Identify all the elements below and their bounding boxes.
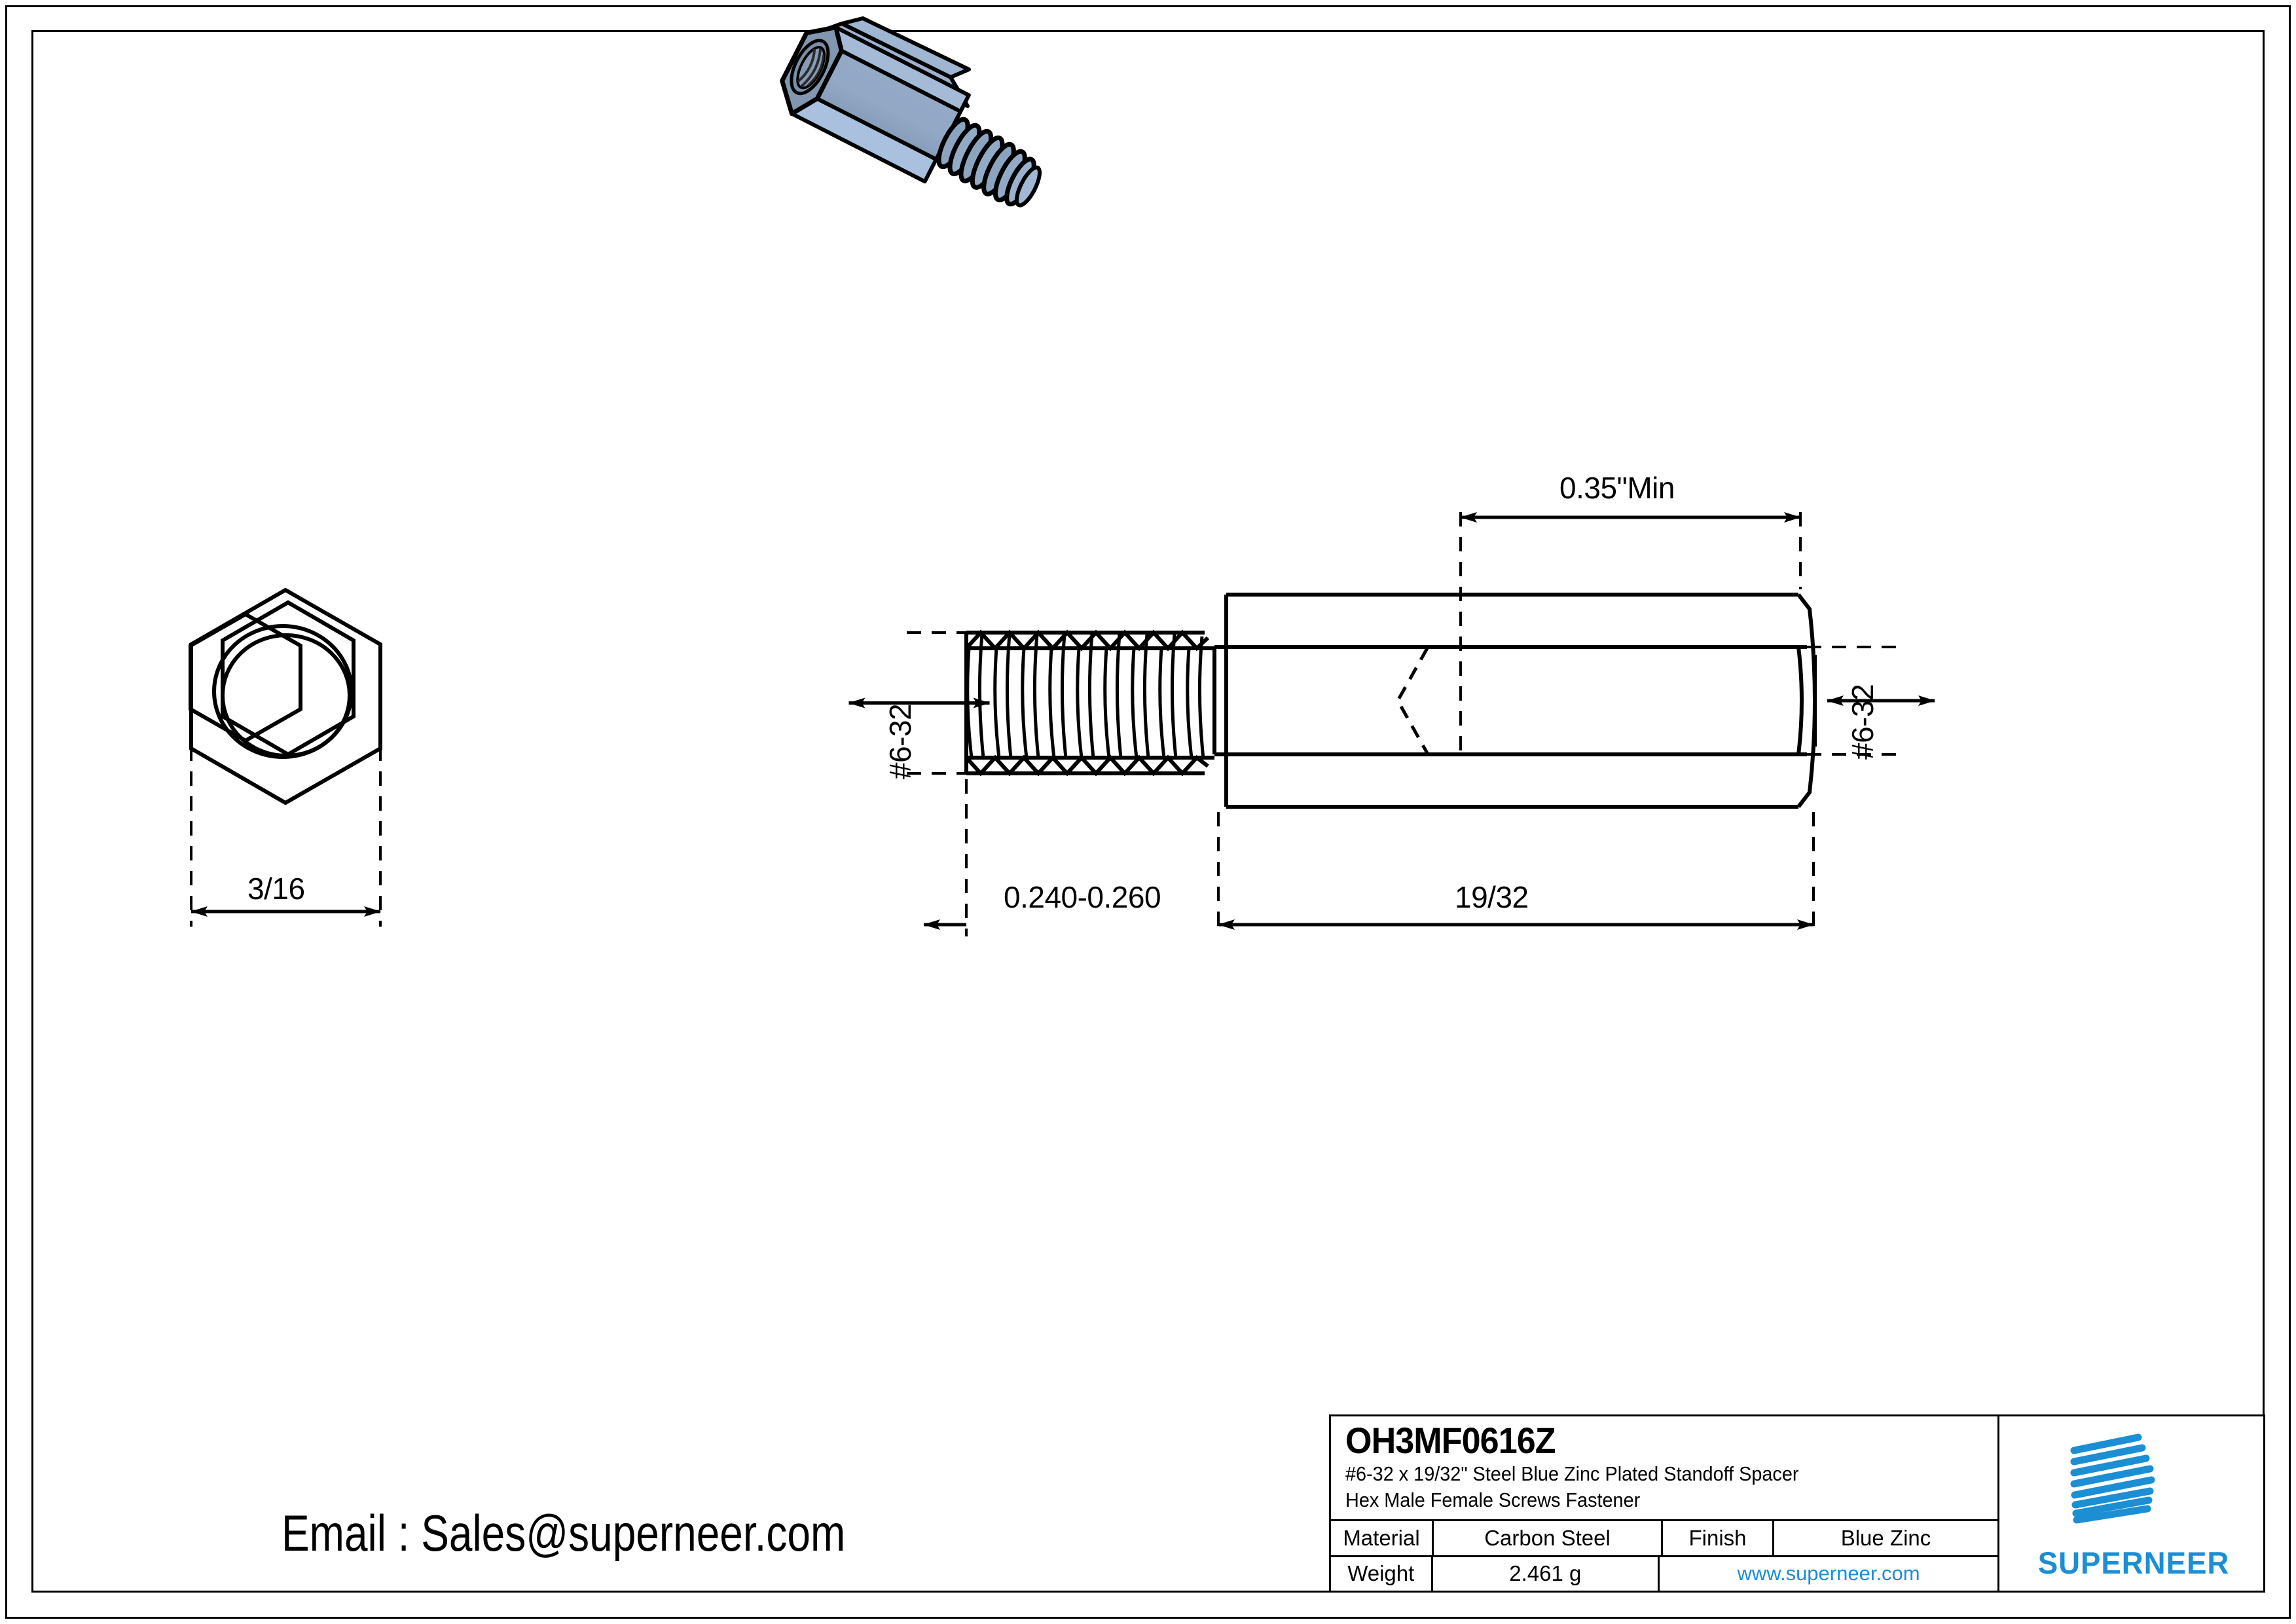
dim-label-across-flats: 3/16 [247, 872, 305, 906]
dim-label-thread-right: #6-32 [1846, 684, 1880, 760]
title-block: OH3MF0616Z #6-32 x 19/32" Steel Blue Zin… [1329, 1414, 2265, 1593]
brand-name: SUPERNEER [2037, 1545, 2230, 1580]
superneer-mark-icon [2070, 1433, 2155, 1524]
material-finish-row: Material Carbon Steel Finish Blue Zinc [1331, 1521, 1997, 1557]
dim-label-thread-length: 0.240-0.260 [1004, 880, 1161, 914]
title-block-left: OH3MF0616Z #6-32 x 19/32" Steel Blue Zin… [1331, 1416, 1999, 1591]
description-line-2: Hex Male Female Screws Fastener [1345, 1488, 1641, 1511]
drawing-frame [31, 30, 2265, 1593]
weight-label: Weight [1331, 1557, 1433, 1591]
dim-label-thread-left: #6-32 [883, 703, 917, 779]
brand-logo: SUPERNEER [1999, 1416, 2263, 1591]
dim-label-body-length: 19/32 [1455, 880, 1529, 914]
weight-website-row: Weight 2.461 g www.superneer.com [1331, 1557, 1997, 1591]
weight-value: 2.461 g [1433, 1557, 1660, 1591]
dim-label-thread-depth: 0.35"Min [1559, 471, 1675, 505]
email-text: Email : Sales@superneer.com [282, 1504, 846, 1562]
title-block-description: OH3MF0616Z #6-32 x 19/32" Steel Blue Zin… [1331, 1416, 1997, 1522]
finish-value: Blue Zinc [1840, 1525, 1931, 1550]
description-line-1: #6-32 x 19/32" Steel Blue Zinc Plated St… [1345, 1462, 1799, 1485]
finish-label: Finish [1663, 1521, 1774, 1555]
material-value: Carbon Steel [1434, 1521, 1663, 1555]
page-border [5, 5, 2291, 1619]
website-link[interactable]: www.superneer.com [1737, 1562, 1920, 1585]
material-label: Material [1331, 1521, 1434, 1555]
part-number: OH3MF0616Z [1345, 1420, 1556, 1461]
